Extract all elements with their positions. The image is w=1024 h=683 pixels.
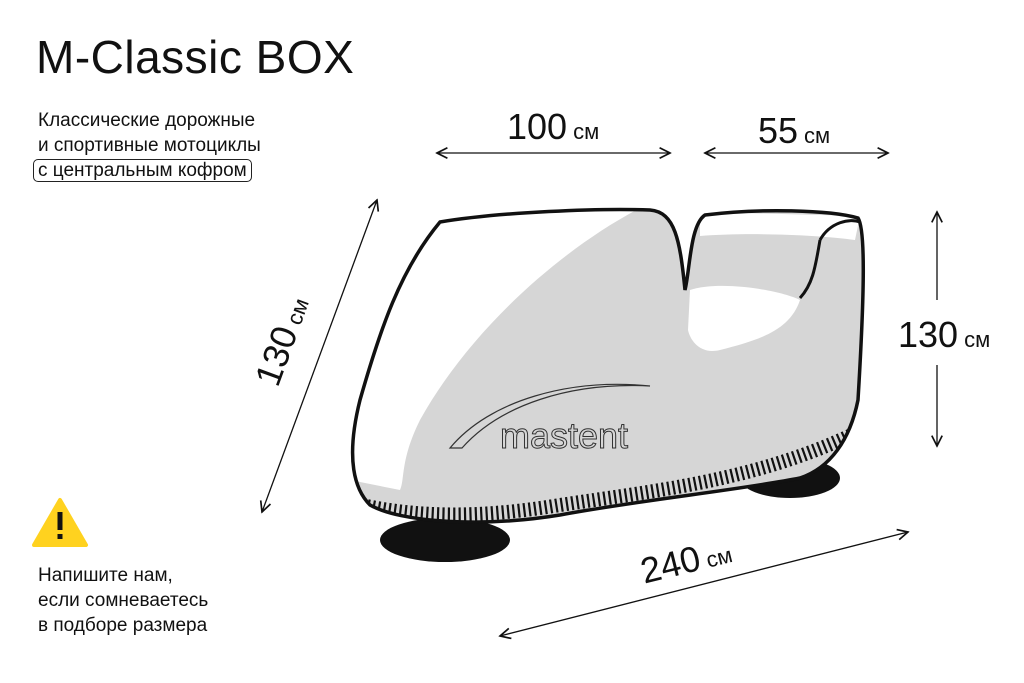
total-length-arrow: [500, 532, 908, 636]
seat-highlight: [700, 212, 860, 240]
note-line: если сомневаетесь: [38, 590, 209, 611]
description-boxed-line: с центральным кофром: [33, 159, 252, 182]
logo-text: mastent: [500, 415, 628, 456]
front-wheel: [380, 518, 510, 562]
seat-opening: [688, 285, 800, 351]
logo-swoosh-icon: [448, 383, 651, 449]
note-line: в подборе размера: [38, 615, 208, 636]
cover-highlight: [352, 209, 640, 490]
page-title: M-Classic BOX: [36, 31, 355, 83]
note-line: Напишите нам,: [38, 565, 173, 586]
product-description: Классические дорожные и спортивные мотоц…: [33, 108, 261, 183]
description-line: и спортивные мотоциклы: [38, 135, 261, 156]
description-line: Классические дорожные: [38, 110, 256, 131]
elastic-hem: [360, 423, 864, 522]
sizing-help-note: Напишите нам, если сомневаетесь в подбор…: [38, 563, 208, 638]
warning-triangle-icon: [32, 498, 88, 547]
diagonal-height-arrow: [262, 200, 377, 512]
